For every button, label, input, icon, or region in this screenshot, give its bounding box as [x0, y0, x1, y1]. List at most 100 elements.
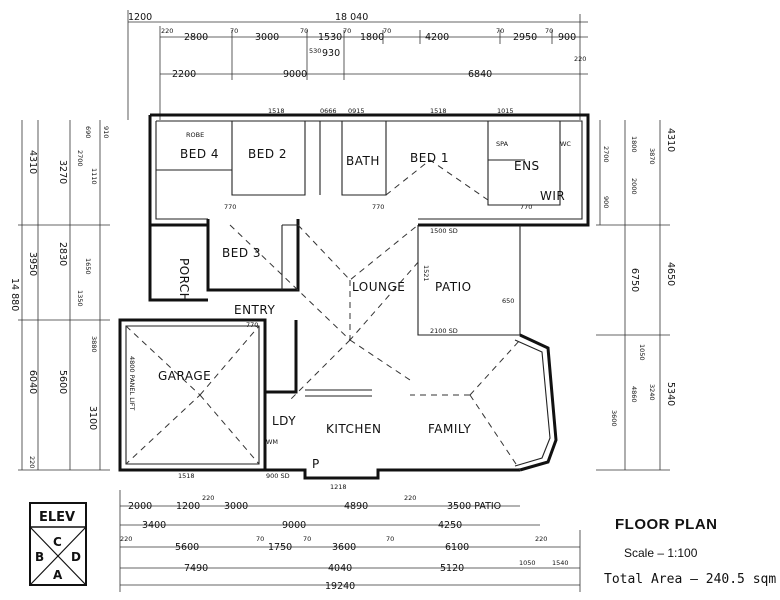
dim-top-r1: 2800 — [184, 32, 208, 43]
dim-top-r1: 70 — [496, 27, 504, 35]
note: 770 — [246, 321, 258, 329]
note: 1521 — [422, 265, 430, 282]
dim-bottom-r4: 1540 — [552, 559, 569, 567]
dim-right: 3240 — [648, 384, 656, 401]
dim-bottom-overall: 19240 — [325, 581, 355, 592]
dim-bottom-r3: 70 — [303, 535, 311, 543]
dim-bottom-r3: 70 — [256, 535, 264, 543]
dim-left: 3100 — [87, 406, 98, 430]
dim-top-overall: 18 040 — [335, 12, 368, 23]
note: 0915 — [348, 107, 365, 115]
dim-right: 2700 — [602, 146, 610, 163]
walls — [118, 113, 590, 480]
dim-bottom-r1: 3000 — [224, 501, 248, 512]
note: 2100 SD — [430, 327, 458, 335]
room-bath: BATH — [346, 154, 380, 168]
note: 4800 PANEL LIFT — [128, 356, 136, 410]
note: 1518 — [268, 107, 285, 115]
room-bed4: BED 4 — [180, 147, 219, 161]
dim-bottom-r3: 220 — [120, 535, 132, 543]
room-spa: SPA — [496, 140, 509, 148]
dim-top-r1: 3000 — [255, 32, 279, 43]
dim-top-r1: 1530 — [318, 32, 342, 43]
dim-bottom-r2: 9000 — [282, 520, 306, 531]
note: 1518 — [430, 107, 447, 115]
dim-left: 2830 — [57, 242, 68, 266]
dim-bottom-r3: 70 — [386, 535, 394, 543]
note: 1218 — [330, 483, 347, 491]
legend-title: FLOOR PLAN — [615, 516, 718, 533]
roof-lines — [125, 159, 521, 471]
dim-bottom-r2: 4250 — [438, 520, 462, 531]
dim-right: 2000 — [630, 178, 638, 195]
room-kitchen: KITCHEN — [326, 422, 382, 436]
room-robe: ROBE — [186, 131, 204, 139]
dim-left: 3950 — [27, 252, 38, 276]
dim-left: 3880 — [90, 336, 98, 353]
room-pantry: P — [312, 457, 320, 471]
dim-right: 1050 — [638, 344, 646, 361]
room-bed2: BED 2 — [248, 147, 287, 161]
elev-b: B — [35, 550, 44, 564]
room-patio: PATIO — [435, 280, 472, 294]
dim-left: 690 — [84, 126, 92, 138]
dim-right: 3600 — [610, 410, 618, 427]
elev-c: C — [53, 535, 62, 549]
dim-bottom-r4: 4040 — [328, 563, 352, 574]
dim-left: 1350 — [76, 290, 84, 307]
dim-right: 4310 — [665, 128, 676, 152]
dim-right: 4650 — [665, 262, 676, 286]
dim-bottom-r3: 1750 — [268, 542, 292, 553]
dim-left: 1110 — [90, 168, 98, 185]
legend-total-area: Total Area – 240.5 sqm — [604, 572, 777, 587]
dim-left: 220 — [28, 456, 36, 468]
dim-bottom-r1: 4890 — [344, 501, 368, 512]
dim-left: 6040 — [27, 370, 38, 394]
dim-right: 6750 — [629, 268, 640, 292]
note: 770 — [372, 203, 384, 211]
dim-left: 3270 — [57, 160, 68, 184]
dim-left: 14 880 — [9, 278, 20, 311]
dim-top-r1: 2950 — [513, 32, 537, 43]
dim-right: 3870 — [648, 148, 656, 165]
elev-a: A — [53, 568, 63, 582]
note: 0666 — [320, 107, 337, 115]
room-ens: ENS — [514, 159, 540, 173]
dim-top-r1: 70 — [343, 27, 351, 35]
dim-bottom-r4: 7490 — [184, 563, 208, 574]
dim-top-r2: 9000 — [283, 69, 307, 80]
legend-scale: Scale – 1:100 — [624, 546, 698, 560]
dim-top-r1: 900 — [558, 32, 576, 43]
dim-left: 910 — [102, 126, 110, 138]
dim-top-r1: 70 — [230, 27, 238, 35]
note: 1500 SD — [430, 227, 458, 235]
dim-left: 2700 — [76, 150, 84, 167]
dim-left: 4310 — [27, 150, 38, 174]
dim-bottom-r1: 220 — [202, 494, 214, 502]
dim-bottom-r4: 1050 — [519, 559, 536, 567]
left-dimensions: 14 880 4310 3270 2700 690 1110 910 3950 … — [9, 120, 110, 471]
dim-top-left: 1200 — [128, 12, 152, 23]
right-dimensions: 4310 3870 2700 1800 2000 4650 6750 900 5… — [596, 120, 676, 471]
dim-top-r1: 930 — [322, 48, 340, 59]
top-dimensions: 1200 18 040 220 2800 70 3000 70 1530 530… — [127, 10, 588, 120]
room-bed3: BED 3 — [222, 246, 261, 260]
dim-right: 1800 — [630, 136, 638, 153]
dim-bottom-r3: 3600 — [332, 542, 356, 553]
room-family: FAMILY — [428, 422, 471, 436]
room-wir: WIR — [540, 189, 565, 203]
dim-bottom-r3: 220 — [535, 535, 547, 543]
dim-bottom-r3: 6100 — [445, 542, 469, 553]
bottom-dimensions: 2000 1200 220 3000 4890 220 3500 PATIO 3… — [119, 490, 581, 592]
dim-bottom-r3: 5600 — [175, 542, 199, 553]
dim-bottom-r1: 3500 PATIO — [447, 501, 501, 512]
dim-top-r2: 6840 — [468, 69, 492, 80]
dim-top-r1: 220 — [574, 55, 586, 63]
room-lounge: LOUNGE — [352, 280, 405, 294]
dim-bottom-r4: 5120 — [440, 563, 464, 574]
elev-title: ELEV — [39, 510, 75, 525]
note: 770 — [520, 203, 532, 211]
dim-right: 900 — [602, 196, 610, 208]
dim-bottom-r1: 220 — [404, 494, 416, 502]
room-wc: WC — [560, 140, 571, 148]
